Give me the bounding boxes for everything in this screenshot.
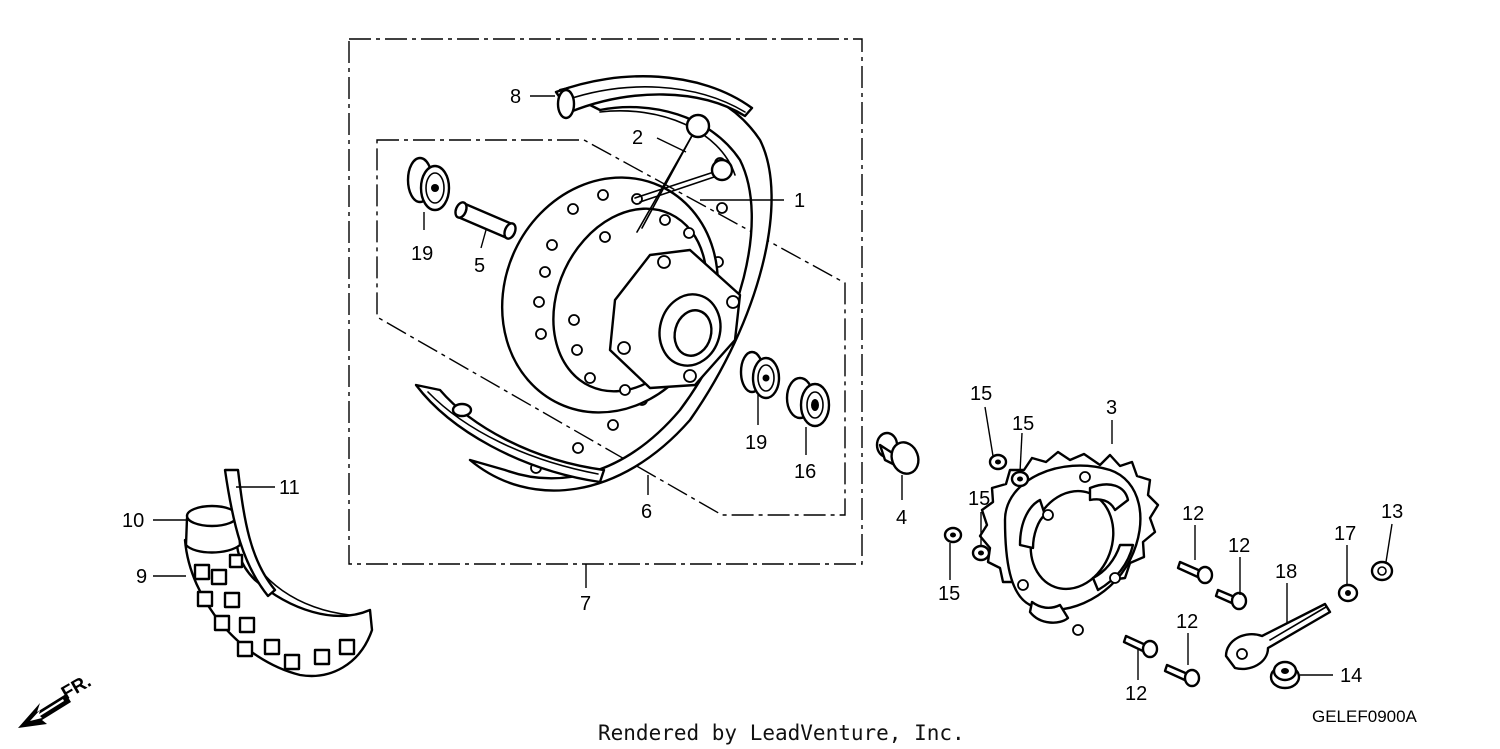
- nut-15-a: [988, 453, 1008, 471]
- tire-and-tube: [183, 468, 374, 678]
- callout-12-b: 12: [1228, 535, 1250, 557]
- hub-illustration: [500, 176, 742, 414]
- callout-17: 17: [1334, 523, 1356, 545]
- nut-15-d: [943, 526, 963, 544]
- driven-sprocket: [978, 450, 1160, 636]
- callout-19-upper: 19: [411, 243, 433, 265]
- callout-7: 7: [580, 593, 591, 615]
- diagram-code: GELEF0900A: [1312, 707, 1418, 726]
- bearing-19-lower: [739, 350, 781, 400]
- hub-subassembly-boundary: [376, 139, 846, 516]
- nut-13: [1370, 560, 1394, 582]
- callout-15-d: 15: [938, 583, 960, 605]
- distance-collar-5: [454, 201, 517, 240]
- callout-13: 13: [1381, 501, 1403, 523]
- callout-4: 4: [896, 507, 907, 529]
- callout-15-a: 15: [970, 383, 992, 405]
- rim-band-lower: [414, 383, 606, 484]
- nut-17: [1337, 583, 1359, 603]
- callout-15-b: 15: [1012, 413, 1034, 435]
- callout-12-d: 12: [1125, 683, 1147, 705]
- callout-14: 14: [1340, 665, 1362, 687]
- side-collar-4: [875, 431, 920, 475]
- nut-15-c: [971, 544, 991, 562]
- render-credit: Rendered by LeadVenture, Inc.: [598, 721, 965, 745]
- spoke-illustration: [634, 113, 734, 233]
- bearing-16: [785, 376, 831, 428]
- flange-nut-14: [1269, 660, 1301, 690]
- bolt-12-a: [1176, 560, 1214, 585]
- front-direction-indicator: FR.: [18, 671, 95, 728]
- callout-3: 3: [1106, 397, 1117, 419]
- bolt-12-b: [1214, 588, 1248, 611]
- leader-lines: [153, 95, 1393, 680]
- callout-9: 9: [136, 566, 147, 588]
- callout-8: 8: [510, 86, 521, 108]
- rim-band-upper: [554, 75, 754, 120]
- callout-12-c: 12: [1176, 611, 1198, 633]
- bearing-19-upper: [406, 156, 451, 212]
- callout-11: 11: [279, 477, 300, 499]
- callout-18: 18: [1275, 561, 1297, 583]
- callout-19-lower: 19: [745, 432, 767, 454]
- nut-15-b: [1010, 470, 1030, 488]
- callout-16: 16: [794, 461, 816, 483]
- callout-1: 1: [794, 190, 805, 212]
- chain-adjuster-18: [1224, 602, 1332, 671]
- bolt-12-d: [1163, 663, 1201, 688]
- part-callouts: 8 2 1 19 5 6 7 19 16 4 3 15 15 15 15 12 …: [122, 86, 1403, 705]
- callout-10: 10: [122, 510, 144, 532]
- callout-15-c: 15: [968, 488, 990, 510]
- callout-5: 5: [474, 255, 485, 277]
- callout-12-a: 12: [1182, 503, 1204, 525]
- callout-2: 2: [632, 127, 643, 149]
- wheel-assembly-boundary: [348, 38, 863, 565]
- bolt-12-c: [1122, 634, 1159, 659]
- callout-6: 6: [641, 501, 652, 523]
